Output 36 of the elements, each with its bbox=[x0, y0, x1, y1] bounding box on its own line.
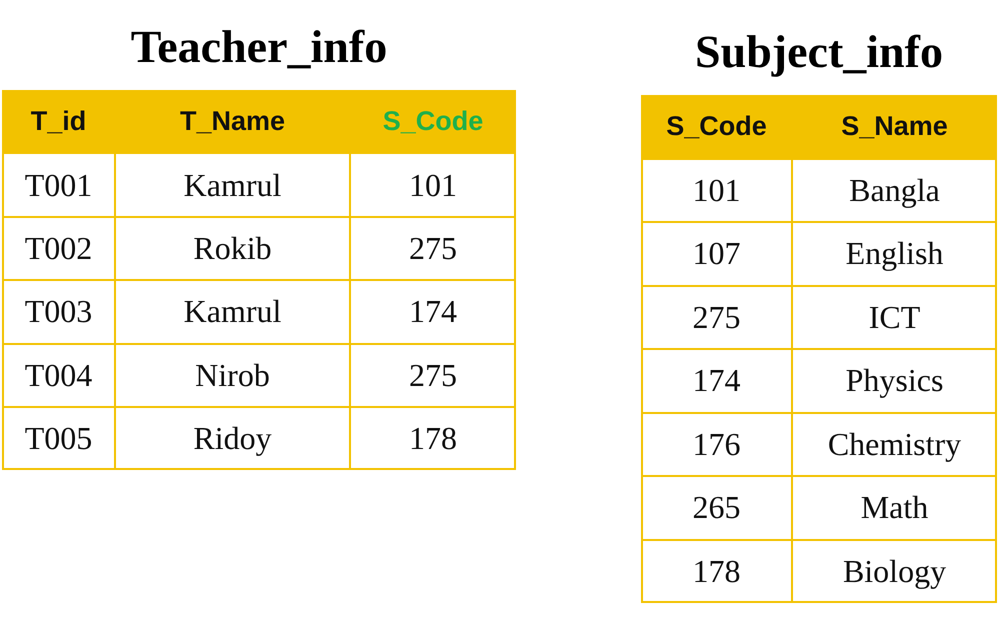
table-title: Subject_info bbox=[694, 25, 944, 78]
table-cell: 178 bbox=[350, 407, 516, 470]
table-cell: Bangla bbox=[792, 158, 997, 222]
table-cell: T004 bbox=[2, 344, 115, 407]
column-header: S_Code bbox=[641, 95, 792, 158]
table-title: Teacher_info bbox=[130, 20, 388, 73]
table-cell: 265 bbox=[641, 476, 792, 540]
table-cell: 107 bbox=[641, 222, 792, 286]
table-cell: T005 bbox=[2, 407, 115, 470]
table-cell: Biology bbox=[792, 540, 997, 603]
table-cell: T003 bbox=[2, 280, 115, 344]
table-cell: 178 bbox=[641, 540, 792, 603]
table-cell: Kamrul bbox=[115, 280, 350, 344]
table-cell: Ridoy bbox=[115, 407, 350, 470]
table-cell: Kamrul bbox=[115, 153, 350, 217]
table-cell: 174 bbox=[641, 349, 792, 412]
table-cell: 101 bbox=[641, 158, 792, 222]
table-cell: Rokib bbox=[115, 216, 350, 280]
column-header: T_Name bbox=[115, 90, 350, 154]
table-cell: English bbox=[792, 222, 997, 286]
column-header: S_Name bbox=[792, 95, 997, 158]
column-header: T_id bbox=[2, 90, 115, 154]
table-cell: 176 bbox=[641, 412, 792, 476]
table-cell: T001 bbox=[2, 153, 115, 217]
table-cell: 275 bbox=[350, 344, 516, 407]
table-cell: Chemistry bbox=[792, 412, 997, 476]
table-cell: ICT bbox=[792, 286, 997, 349]
table-cell: Nirob bbox=[115, 344, 350, 407]
table-cell: 275 bbox=[641, 286, 792, 349]
table-cell: Math bbox=[792, 476, 997, 540]
table-cell: 101 bbox=[350, 153, 516, 217]
column-header: S_Code bbox=[350, 90, 516, 154]
table-cell: 174 bbox=[350, 280, 516, 344]
table-cell: Physics bbox=[792, 349, 997, 412]
table-cell: T002 bbox=[2, 216, 115, 280]
table-cell: 275 bbox=[350, 216, 516, 280]
